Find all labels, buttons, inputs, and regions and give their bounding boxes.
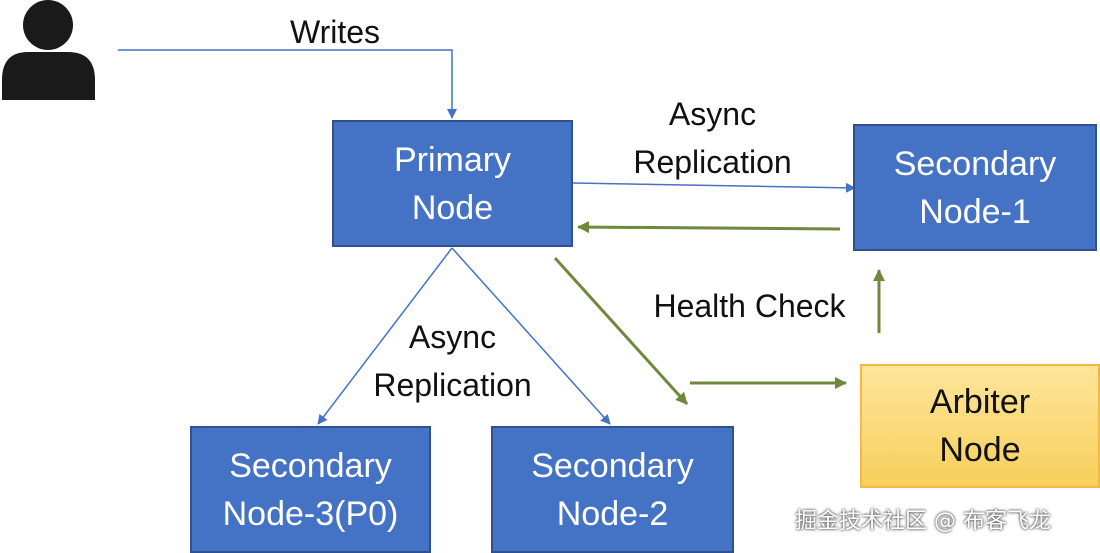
secondary-node-2: Secondary Node-2: [491, 426, 734, 553]
replication-arrow-node3: [317, 247, 453, 425]
async-replication-label-bottom: Async Replication: [373, 319, 532, 403]
async-replication-label-top: Async Replication: [633, 96, 792, 180]
replication-arrow-node2: [451, 247, 611, 425]
person-icon: [2, 0, 95, 100]
health-check-arrow-primary: [553, 256, 689, 406]
secondary-node-1: Secondary Node-1: [853, 124, 1097, 251]
return-arrow-node1: [577, 221, 841, 234]
writes-label: Writes: [289, 14, 381, 50]
health-check-label: Health Check: [653, 288, 846, 324]
writes-arrow: [118, 49, 457, 119]
watermark: 掘金技术社区 @ 布客飞龙: [795, 509, 1051, 534]
replication-arrow-node1: [572, 182, 856, 193]
primary-node: Primary Node: [332, 120, 573, 247]
secondary-node-3: Secondary Node-3(P0): [190, 426, 431, 553]
arbiter-node: Arbiter Node: [860, 364, 1100, 488]
